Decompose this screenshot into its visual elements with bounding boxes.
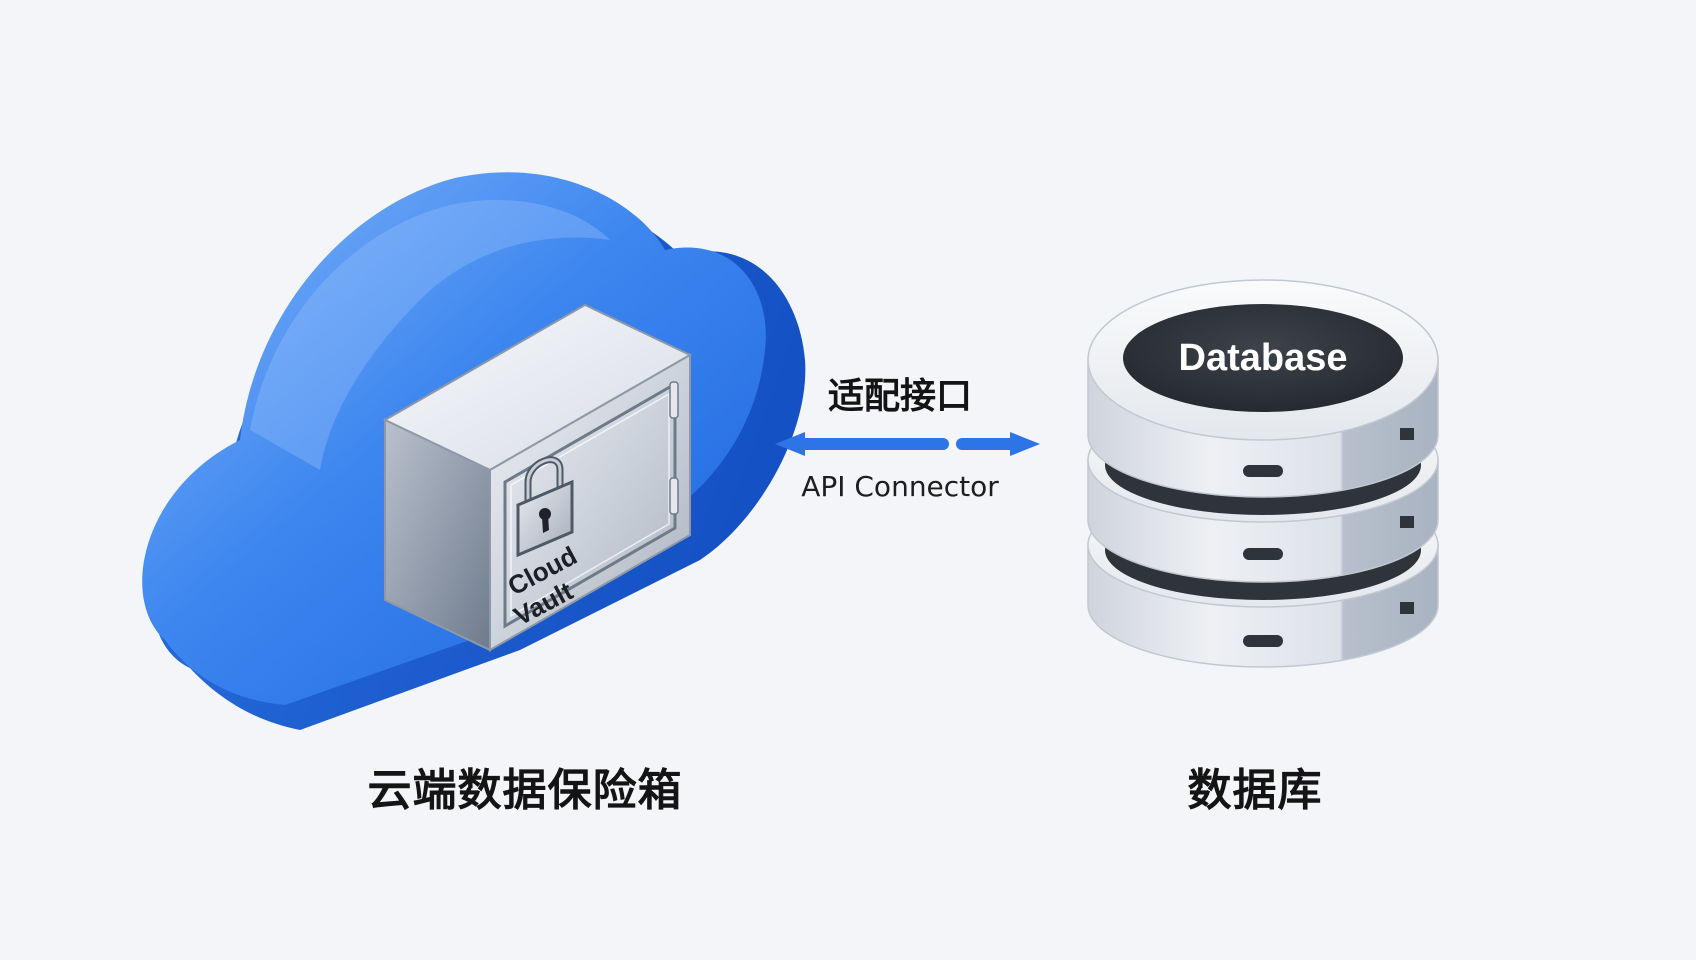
db-slot-top (1243, 465, 1283, 477)
connector-title: 适配接口 (827, 376, 972, 417)
padlock-shackle-inner (526, 458, 562, 502)
arrow-left-head (775, 432, 805, 456)
safe-icon (382, 303, 693, 652)
safe-hinge-bottom (669, 477, 679, 515)
safe-hinge-top (669, 381, 679, 419)
db-tier-top (1087, 279, 1439, 498)
db-slot-middle (1243, 548, 1283, 560)
db-led-bottom (1400, 602, 1414, 614)
db-top-oval (1123, 304, 1403, 412)
db-disk-label: Database (1179, 337, 1348, 379)
arrow-right-head (1010, 432, 1040, 456)
db-slot-bottom (1243, 635, 1283, 647)
safe-door (503, 381, 677, 629)
database-title: 数据库 (1187, 765, 1323, 816)
cloud-highlight (250, 199, 610, 470)
db-led-top (1400, 428, 1414, 440)
keyhole-slot (542, 514, 549, 533)
padlock-icon (516, 456, 574, 558)
bidirectional-arrow-icon (775, 432, 1040, 456)
safe-front (489, 353, 691, 652)
connector-subtitle: API Connector (801, 470, 999, 503)
safe-door-inner (510, 392, 670, 618)
db-led-middle (1400, 516, 1414, 528)
cloud-vault-title: 云端数据保险箱 (367, 765, 683, 816)
database-icon: Database (1087, 279, 1439, 668)
